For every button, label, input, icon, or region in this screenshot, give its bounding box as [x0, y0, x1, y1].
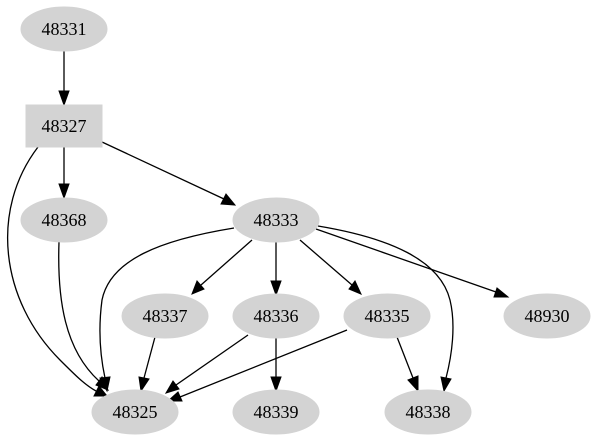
node-ellipse — [232, 293, 320, 339]
edge-48331-48327 — [58, 51, 70, 107]
edge-line — [317, 225, 454, 379]
node-label: 48336 — [254, 306, 299, 326]
node-48335[interactable]: 48335 — [343, 293, 431, 339]
arrowhead — [138, 376, 150, 393]
arrowhead — [493, 287, 510, 298]
edges-layer — [6, 51, 510, 402]
edge-line — [6, 146, 97, 392]
edge-48327-48325 — [6, 146, 109, 397]
edge-48333-48335 — [299, 239, 362, 295]
node-ellipse — [503, 293, 591, 339]
arrowhead — [99, 376, 111, 393]
node-ellipse — [384, 389, 472, 435]
node-48325[interactable]: 48325 — [91, 389, 179, 435]
node-ellipse — [20, 197, 108, 243]
node-ellipse — [20, 6, 108, 52]
edge-48333-48337 — [191, 239, 253, 295]
arrowhead — [440, 376, 452, 393]
node-label: 48337 — [143, 306, 188, 326]
arrowhead — [93, 385, 109, 397]
node-label: 48368 — [42, 210, 87, 230]
node-48337[interactable]: 48337 — [121, 293, 209, 339]
arrowhead — [164, 380, 180, 394]
edge-48335-48338 — [396, 336, 419, 393]
node-ellipse — [91, 389, 179, 435]
arrowhead — [166, 391, 183, 402]
node-ellipse — [343, 293, 431, 339]
edge-48327-48368 — [58, 147, 70, 200]
node-48368[interactable]: 48368 — [20, 197, 108, 243]
edge-48336-48325 — [164, 334, 249, 394]
edge-48327-48333 — [101, 141, 237, 206]
edge-48333-48930 — [315, 228, 510, 298]
edge-line — [200, 239, 253, 286]
arrowhead — [407, 375, 419, 393]
edge-48333-48325 — [99, 227, 235, 393]
edge-line — [58, 241, 100, 382]
node-label: 48339 — [254, 402, 299, 422]
node-48338[interactable]: 48338 — [384, 389, 472, 435]
arrowhead — [270, 280, 282, 297]
edge-line — [299, 239, 353, 286]
node-label: 48335 — [365, 306, 410, 326]
edge-line — [179, 329, 348, 398]
node-label: 48333 — [254, 210, 299, 230]
edge-line — [143, 336, 156, 379]
node-48930[interactable]: 48930 — [503, 293, 591, 339]
node-48327[interactable]: 48327 — [25, 104, 103, 148]
node-ellipse — [232, 197, 320, 243]
node-ellipse — [121, 293, 209, 339]
node-48339[interactable]: 48339 — [232, 389, 320, 435]
edge-48333-48336 — [270, 242, 282, 297]
edge-line — [101, 141, 225, 200]
node-label: 48930 — [525, 306, 570, 326]
node-label: 48327 — [42, 116, 87, 136]
node-48336[interactable]: 48336 — [232, 293, 320, 339]
arrowhead — [348, 280, 362, 295]
edge-48335-48325 — [166, 329, 348, 402]
node-48331[interactable]: 48331 — [20, 6, 108, 52]
edge-48336-48339 — [270, 338, 282, 393]
node-label: 48325 — [113, 402, 158, 422]
edge-line — [396, 336, 414, 379]
node-label: 48331 — [42, 19, 87, 39]
node-48333[interactable]: 48333 — [232, 197, 320, 243]
node-box — [25, 104, 103, 148]
nodes-layer: 48331 48327 48368 48333 48337 48336 48335 48930… — [20, 6, 591, 435]
node-label: 48338 — [406, 402, 451, 422]
arrowhead — [191, 280, 205, 295]
arrowhead — [58, 183, 70, 200]
edge-line — [315, 228, 497, 293]
node-ellipse — [232, 389, 320, 435]
edge-48337-48325 — [138, 336, 156, 393]
arrowhead — [58, 90, 70, 107]
arrowhead — [270, 376, 282, 393]
arrowhead — [220, 193, 237, 206]
edge-line — [175, 334, 249, 386]
edge-48333-48338 — [317, 225, 454, 393]
edge-line — [99, 227, 235, 379]
